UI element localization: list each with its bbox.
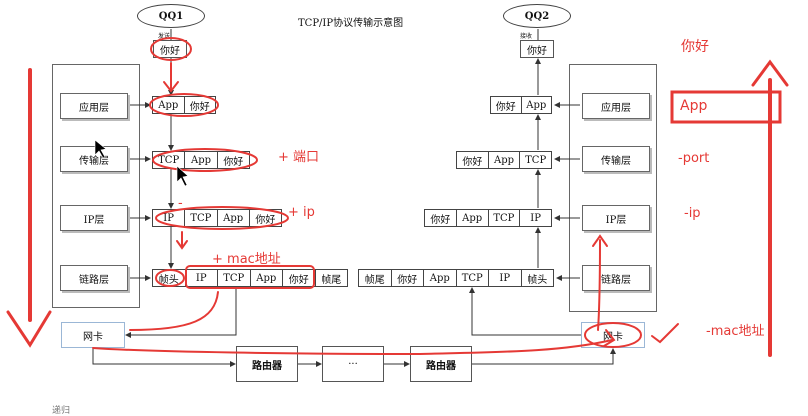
host-qq1: QQ1	[137, 4, 205, 28]
field-msg: 你好	[189, 101, 210, 113]
field-tcp: TCP	[218, 270, 251, 286]
field-msg: 你好	[392, 270, 424, 286]
left-layer-application: 应用层	[60, 93, 128, 119]
left-layer-ip: IP层	[60, 205, 128, 231]
right-layer-ip: IP层	[582, 205, 650, 231]
field-frame-head: 帧头	[527, 274, 548, 286]
diagram-title: TCP/IP协议传输示意图	[298, 18, 404, 29]
field-tcp: TCP	[153, 152, 186, 168]
left-link-frame: 帧头 IP TCP App 你好 帧尾	[152, 269, 348, 287]
annotation-mac: + mac地址	[212, 252, 281, 267]
send-label: 发送	[158, 33, 171, 40]
field-app: App	[185, 152, 218, 168]
field-frame-tail: 帧尾	[359, 270, 392, 286]
field-msg: 你好	[457, 152, 489, 168]
annotation-right-ip: -ip	[684, 206, 701, 221]
field-app: App	[489, 152, 521, 168]
annotation-right-port: -port	[678, 151, 710, 166]
left-transport-packet: TCP App 你好	[152, 151, 250, 169]
field-msg: 你好	[491, 97, 522, 113]
field-tcp: TCP	[185, 210, 218, 226]
field-tcp: TCP	[525, 154, 547, 166]
right-transport-packet: 你好 App TCP	[456, 151, 552, 169]
right-layer-application: 应用层	[582, 93, 650, 119]
field-app: App	[153, 97, 185, 113]
annotation-ip: + ip	[288, 205, 315, 220]
recv-label: 接收	[520, 33, 533, 40]
field-app: App	[526, 99, 547, 111]
field-app: App	[218, 210, 250, 226]
field-ip: IP	[489, 270, 522, 286]
left-layer-transport: 传输层	[60, 146, 128, 172]
left-layer-link: 链路层	[60, 265, 128, 291]
field-ip: IP	[530, 212, 541, 224]
cursor-icon	[94, 139, 107, 159]
annotation-right-msg: 你好	[681, 39, 709, 55]
field-msg: 你好	[223, 156, 244, 168]
field-msg: 你好	[283, 270, 316, 286]
field-app: App	[424, 270, 457, 286]
field-msg: 你好	[255, 214, 276, 226]
bottom-note: 递归	[52, 406, 71, 416]
annotation-minus: -	[178, 196, 183, 211]
router-2: 路由器	[410, 346, 472, 382]
right-ip-packet: 你好 App TCP IP	[424, 209, 552, 227]
right-link-frame: 帧尾 你好 App TCP IP 帧头	[358, 269, 554, 287]
field-ip: IP	[186, 270, 218, 286]
field-ip: IP	[153, 210, 186, 226]
annotation-port: + 端口	[278, 150, 320, 165]
field-app: App	[251, 270, 283, 286]
field-frame-tail: 帧尾	[321, 274, 342, 286]
right-layer-link: 链路层	[582, 265, 650, 291]
cursor-icon	[176, 165, 189, 187]
message-box-right: 你好	[520, 40, 554, 58]
field-msg: 你好	[425, 210, 457, 226]
host-qq2: QQ2	[503, 4, 571, 28]
annotation-right-app: App	[680, 98, 708, 114]
right-layer-transport: 传输层	[582, 146, 650, 172]
annotation-right-mac: -mac地址	[706, 324, 765, 339]
right-app-packet: 你好 App	[490, 96, 552, 114]
router-ellipsis: ···	[322, 346, 384, 382]
field-tcp: TCP	[489, 210, 521, 226]
field-tcp: TCP	[457, 270, 489, 286]
left-ip-packet: IP TCP App 你好	[152, 209, 282, 227]
field-app: App	[457, 210, 489, 226]
message-box-left: 你好	[153, 40, 187, 58]
left-app-packet: App 你好	[152, 96, 216, 114]
